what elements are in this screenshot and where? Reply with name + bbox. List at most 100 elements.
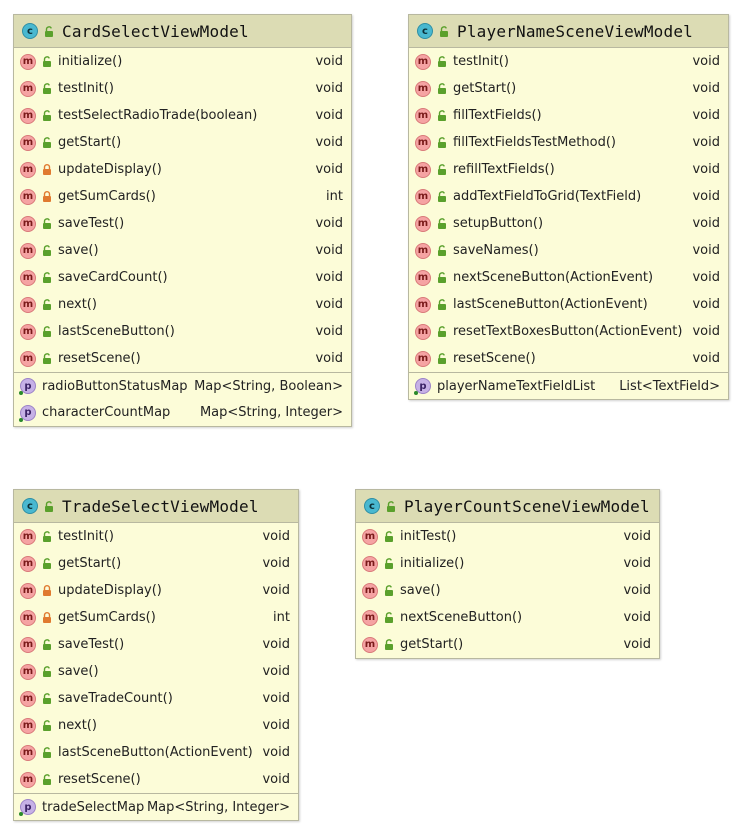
method-icon: m [20, 296, 36, 313]
method-icon: m [20, 528, 36, 545]
method-icon: m [20, 744, 36, 761]
public-lock-icon [384, 612, 394, 623]
property-icon: p [19, 404, 36, 422]
method-return-type: void [692, 270, 720, 285]
method-icon: m [362, 555, 378, 572]
method-return-type: void [315, 108, 343, 123]
public-lock-icon [384, 531, 394, 542]
method-icon: m [415, 161, 431, 178]
public-lock-icon [437, 137, 447, 148]
public-lock-icon [437, 191, 447, 202]
method-name: lastSceneButton(ActionEvent) [58, 745, 253, 760]
public-lock-icon [437, 218, 447, 229]
method-icon: m [415, 215, 431, 232]
private-lock-icon [42, 191, 52, 202]
method-return-type: void [692, 162, 720, 177]
method-name: addTextFieldToGrid(TextField) [453, 189, 642, 204]
property-name: tradeSelectMap [42, 799, 145, 815]
method-name: saveNames() [453, 243, 539, 258]
method-return-type: void [623, 556, 651, 571]
method-icon: m [20, 107, 36, 124]
public-lock-icon [42, 747, 52, 758]
method-icon: m [415, 53, 431, 70]
method-icon: m [415, 134, 431, 151]
method-name: testSelectRadioTrade(boolean) [58, 108, 258, 123]
method-return-type: void [262, 556, 290, 571]
method-icon: m [20, 188, 36, 205]
private-lock-icon [42, 585, 52, 596]
method-icon: m [20, 771, 36, 788]
public-dot-icon [19, 812, 23, 816]
method-return-type: void [692, 135, 720, 150]
method-icon: m [20, 350, 36, 367]
public-lock-icon [42, 245, 52, 256]
method-return-type: void [692, 216, 720, 231]
public-lock-icon [42, 774, 52, 785]
method-icon: m [415, 296, 431, 313]
public-lock-icon [42, 218, 52, 229]
method-return-type: void [315, 135, 343, 150]
method-return-type: void [692, 297, 720, 312]
method-return-type: int [273, 610, 290, 625]
method-name: save() [400, 583, 441, 598]
method-name: next() [58, 297, 97, 312]
method-name: getSumCards() [58, 189, 156, 204]
method-name: getStart() [453, 81, 517, 96]
method-name: saveTradeCount() [58, 691, 173, 706]
method-icon: m [362, 636, 378, 653]
property-name: radioButtonStatusMap [42, 378, 188, 394]
method-icon: m [20, 269, 36, 286]
method-icon: m [20, 215, 36, 232]
public-lock-icon [437, 272, 447, 283]
public-lock-icon [44, 25, 54, 37]
method-name: next() [58, 718, 97, 733]
method-name: resetScene() [453, 351, 536, 366]
public-lock-icon [384, 558, 394, 569]
method-name: lastSceneButton(ActionEvent) [453, 297, 648, 312]
method-name: testInit() [453, 54, 509, 69]
method-name: initialize() [58, 54, 123, 69]
method-name: initTest() [400, 529, 457, 544]
method-name: saveCardCount() [58, 270, 168, 285]
property-icon: p [19, 378, 36, 395]
method-icon: m [415, 188, 431, 205]
public-lock-icon [437, 110, 447, 121]
method-name: fillTextFields() [453, 108, 542, 123]
method-name: updateDisplay() [58, 583, 162, 598]
method-icon: m [20, 717, 36, 734]
public-dot-icon [414, 391, 418, 395]
method-icon: m [20, 663, 36, 680]
method-return-type: void [623, 529, 651, 544]
method-return-type: void [315, 297, 343, 312]
method-name: initialize() [400, 556, 465, 571]
method-icon: m [20, 609, 36, 626]
method-icon: m [415, 323, 431, 340]
method-return-type: void [692, 108, 720, 123]
public-lock-icon [437, 326, 447, 337]
method-icon: m [20, 636, 36, 653]
method-name: nextSceneButton(ActionEvent) [453, 270, 654, 285]
